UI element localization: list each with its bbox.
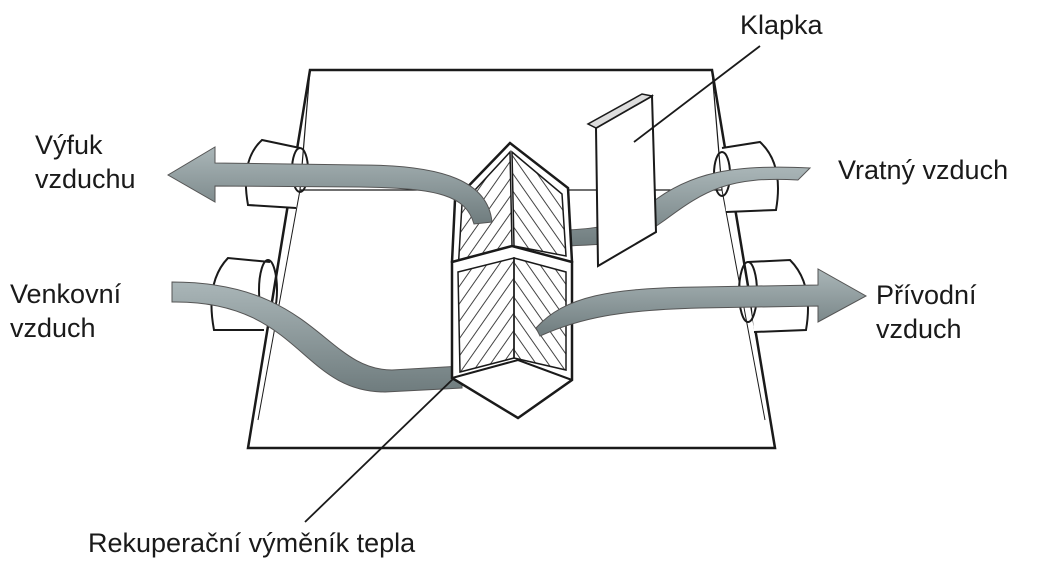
label-supply-air-line1: Přívodní	[876, 280, 977, 310]
label-exhaust-air-line2: vzduchu	[35, 164, 136, 194]
supply-air-arrow	[535, 268, 868, 337]
label-damper-text: Klapka	[740, 10, 823, 40]
label-return-air: Vratný vzduch	[838, 153, 1008, 187]
label-exhaust-air: Výfuk vzduchu	[35, 128, 136, 196]
label-exhaust-air-line1: Výfuk	[35, 130, 103, 160]
label-damper: Klapka	[740, 8, 823, 42]
heat-exchanger	[450, 141, 574, 420]
exchanger-leader-line	[304, 377, 455, 523]
label-outdoor-air: Venkovní vzduch	[10, 277, 121, 345]
label-supply-air-line2: vzduch	[876, 314, 962, 344]
label-supply-air: Přívodní vzduch	[876, 278, 977, 346]
label-heat-exchanger-text: Rekuperační výměník tepla	[88, 528, 416, 558]
label-outdoor-air-line2: vzduch	[10, 313, 96, 343]
outdoor-air-flow	[171, 281, 463, 393]
label-heat-exchanger: Rekuperační výměník tepla	[88, 526, 415, 560]
damper	[586, 93, 658, 268]
damper-leader-line	[633, 45, 761, 143]
label-outdoor-air-line1: Venkovní	[10, 279, 122, 309]
label-return-air-text: Vratný vzduch	[838, 155, 1009, 185]
exhaust-air-arrow	[167, 146, 493, 225]
